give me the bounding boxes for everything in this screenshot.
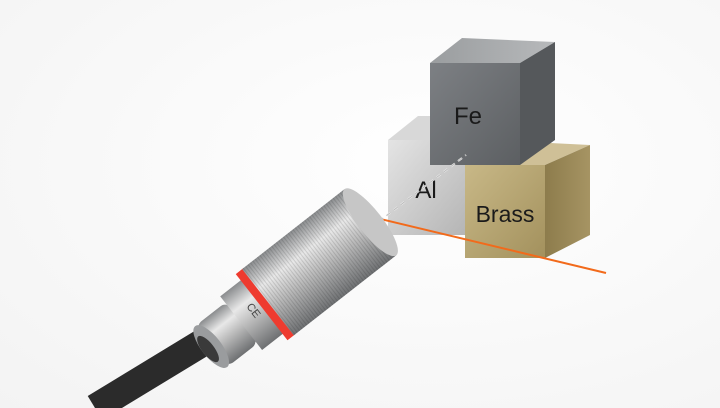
detection-line	[342, 209, 607, 274]
inductive-sensor: CE	[193, 188, 398, 368]
iron-cube: Fe	[430, 38, 555, 165]
al-label: Al	[415, 177, 436, 204]
sensor-cable	[87, 323, 223, 408]
brass-label: Brass	[476, 201, 535, 227]
led-ring	[235, 267, 296, 341]
fe-label: Fe	[454, 103, 482, 130]
